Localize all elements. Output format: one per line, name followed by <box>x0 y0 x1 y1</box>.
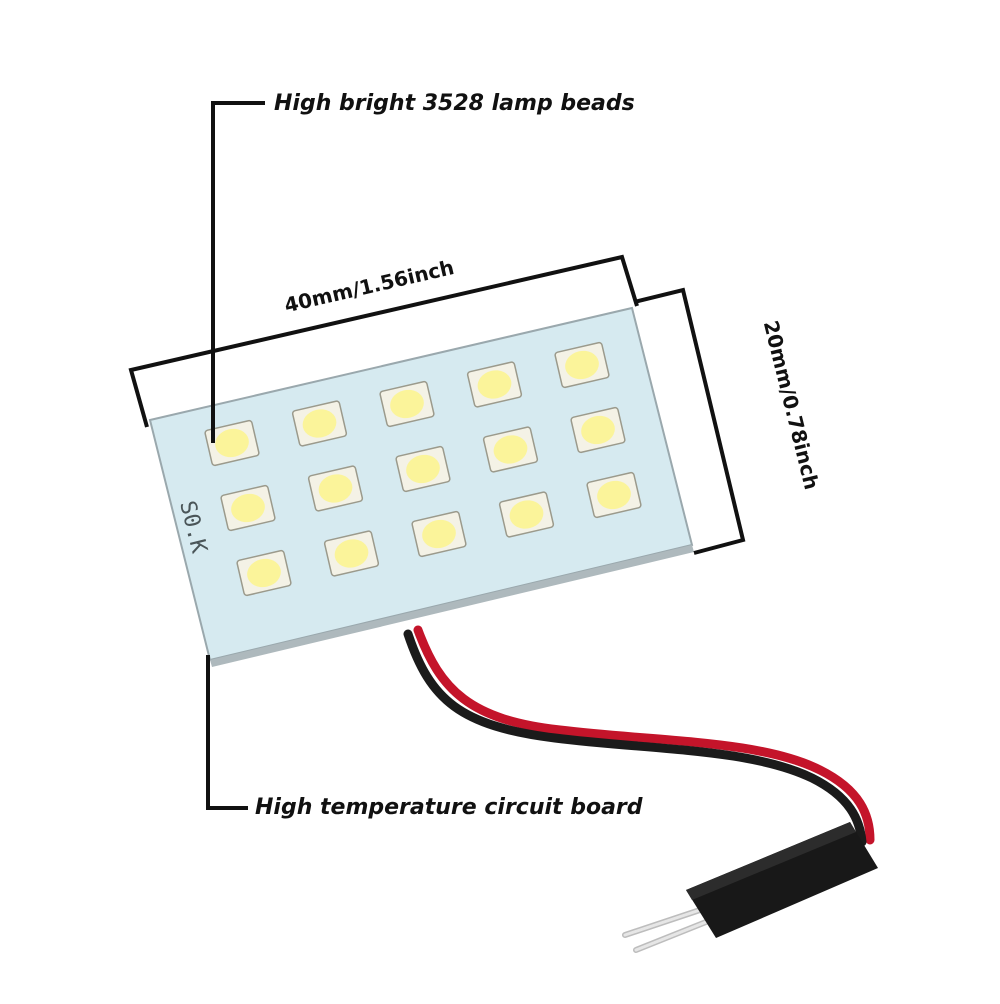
led-bead <box>323 530 380 577</box>
led-bead <box>411 510 467 558</box>
led-grid <box>204 341 642 597</box>
led-bead <box>570 406 626 454</box>
led-bead <box>204 419 260 467</box>
led-bead <box>482 426 539 473</box>
led-bead <box>466 361 523 408</box>
led-bead <box>236 549 292 597</box>
top-callout-leader <box>211 101 265 443</box>
width-dimension-bracket <box>128 254 639 428</box>
bottom-callout-label: High temperature circuit board <box>255 795 643 820</box>
top-callout-label: High bright 3528 lamp beads <box>274 91 635 116</box>
led-bead <box>291 400 348 447</box>
led-bead <box>307 465 364 512</box>
two-pin-connector <box>622 822 878 953</box>
bottom-callout-leader <box>206 655 248 810</box>
power-wire <box>403 625 875 847</box>
height-dimension-bracket <box>633 287 746 555</box>
led-bead <box>395 445 451 493</box>
led-bead <box>498 491 555 538</box>
led-bead <box>220 484 276 532</box>
led-bead <box>379 380 435 428</box>
led-bead <box>586 471 642 519</box>
led-bead <box>554 341 610 389</box>
